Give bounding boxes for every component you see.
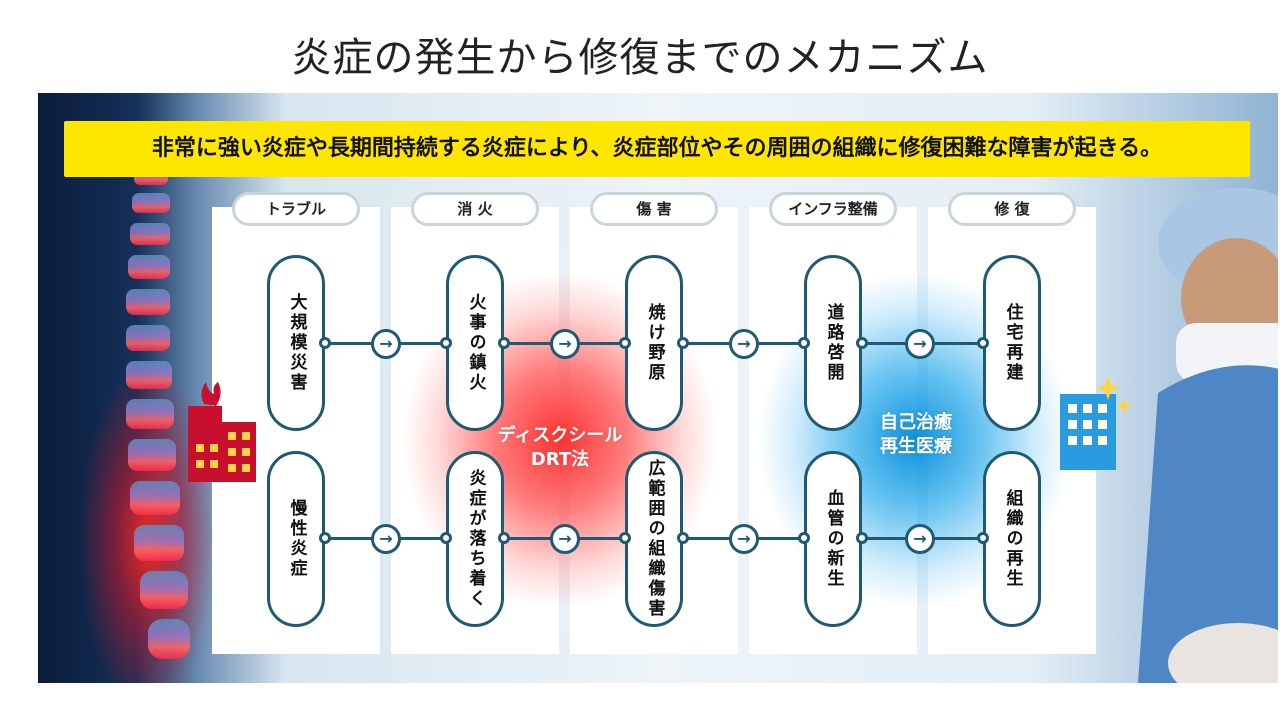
connector-dot bbox=[856, 337, 868, 349]
connector-dot bbox=[319, 532, 331, 544]
drt-label-line-1: ディスクシール bbox=[497, 425, 623, 446]
drt-label: ディスクシール DRT法 bbox=[470, 424, 650, 472]
regeneration-label: 自己治癒 再生医療 bbox=[826, 411, 1006, 459]
header-trouble: トラブル bbox=[232, 192, 360, 226]
node-inflammation-subsides: 炎症が落ち着く bbox=[446, 451, 504, 627]
connector-dot bbox=[977, 532, 989, 544]
connector-dot bbox=[798, 532, 810, 544]
connector-dot bbox=[677, 532, 689, 544]
arrow-right-icon: → bbox=[371, 524, 401, 554]
node-label: 火事の鎮火 bbox=[465, 293, 486, 393]
connector-dot bbox=[677, 337, 689, 349]
connector-dot bbox=[498, 337, 510, 349]
summary-banner: 非常に強い炎症や長期間持続する炎症により、炎症部位やその周囲の組織に修復困難な障… bbox=[64, 121, 1250, 177]
sparkling-building-icon bbox=[1060, 376, 1132, 470]
regeneration-label-line-2: 再生医療 bbox=[880, 436, 952, 457]
arrow-right-icon: → bbox=[371, 329, 401, 359]
header-infrastructure: インフラ整備 bbox=[769, 192, 897, 226]
node-tissue-regeneration: 組織の再生 bbox=[983, 451, 1041, 627]
node-house-rebuild: 住宅再建 bbox=[983, 255, 1041, 431]
arrow-right-icon: → bbox=[729, 329, 759, 359]
arrow-right-icon: → bbox=[905, 524, 935, 554]
node-chronic-inflammation: 慢性炎症 bbox=[267, 451, 325, 627]
connector-dot bbox=[319, 337, 331, 349]
arrow-right-icon: → bbox=[905, 329, 935, 359]
node-label: 慢性炎症 bbox=[286, 499, 307, 579]
drt-label-line-2: DRT法 bbox=[530, 449, 590, 470]
header-extinguish: 消 火 bbox=[411, 192, 539, 226]
banner-text: 非常に強い炎症や長期間持続する炎症により、炎症部位やその周囲の組織に修復困難な障… bbox=[151, 136, 1163, 161]
arrow-right-icon: → bbox=[550, 524, 580, 554]
node-label: 炎症が落ち着く bbox=[465, 469, 486, 609]
node-label: 広範囲の組織傷害 bbox=[644, 459, 665, 619]
doctor-illustration bbox=[1138, 188, 1278, 683]
connector-dot bbox=[619, 337, 631, 349]
node-large-disaster: 大規模災害 bbox=[267, 255, 325, 431]
regeneration-label-line-1: 自己治癒 bbox=[880, 412, 952, 433]
arrow-right-icon: → bbox=[550, 329, 580, 359]
node-widespread-tissue-damage: 広範囲の組織傷害 bbox=[625, 451, 683, 627]
connector-dot bbox=[856, 532, 868, 544]
node-label: 組織の再生 bbox=[1002, 489, 1023, 589]
node-label: 焼け野原 bbox=[644, 303, 665, 383]
burning-building-icon bbox=[188, 382, 256, 482]
node-label: 住宅再建 bbox=[1002, 303, 1023, 383]
node-angiogenesis: 血管の新生 bbox=[804, 451, 862, 627]
connector-dot bbox=[977, 337, 989, 349]
arrow-right-icon: → bbox=[729, 524, 759, 554]
node-label: 道路啓開 bbox=[823, 303, 844, 383]
connector-dot bbox=[619, 532, 631, 544]
header-repair: 修 復 bbox=[948, 192, 1076, 226]
node-label: 血管の新生 bbox=[823, 489, 844, 589]
connector-dot bbox=[798, 337, 810, 349]
node-road-clearing: 道路啓開 bbox=[804, 255, 862, 431]
node-fire-extinguished: 火事の鎮火 bbox=[446, 255, 504, 431]
spine-illustration bbox=[126, 143, 190, 659]
header-damage: 傷 害 bbox=[590, 192, 718, 226]
connector-dot bbox=[440, 532, 452, 544]
connector-dot bbox=[498, 532, 510, 544]
node-label: 大規模災害 bbox=[286, 293, 307, 393]
page-title: 炎症の発生から修復までのメカニズム bbox=[291, 35, 989, 81]
node-scorched-field: 焼け野原 bbox=[625, 255, 683, 431]
connector-dot bbox=[440, 337, 452, 349]
